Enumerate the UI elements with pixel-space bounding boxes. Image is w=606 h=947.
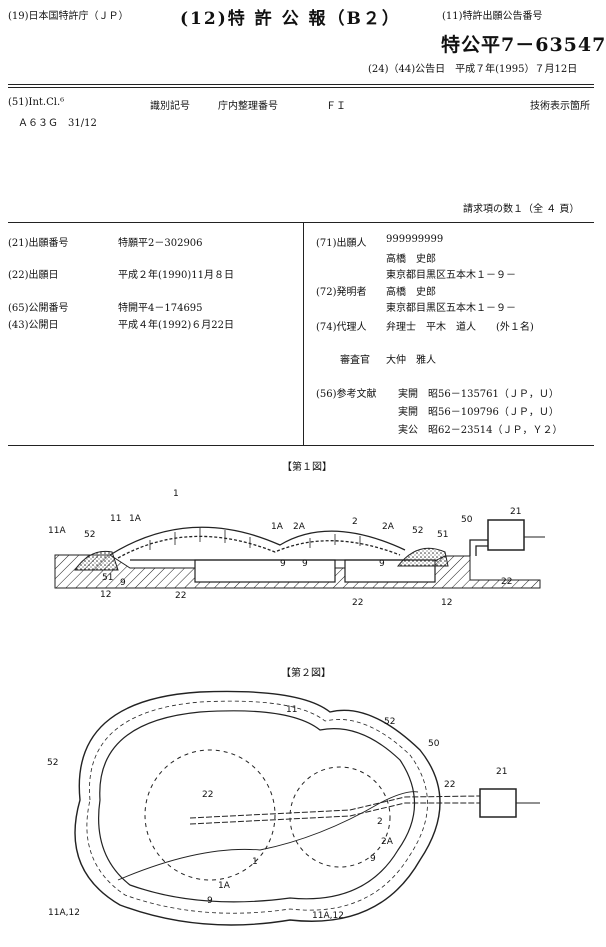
fig2-label-22b: 22 <box>444 780 455 790</box>
fig1-label-9b: 9 <box>280 559 286 569</box>
fig1-label-50: 50 <box>461 515 473 525</box>
ref-num-2: 昭56－109796（ＪＰ，Ｕ） <box>428 407 559 418</box>
app-number-label: (21)出願番号 <box>8 238 69 249</box>
fig2-title: 【第２図】 <box>281 668 331 679</box>
section-rule <box>8 222 594 223</box>
ref-kind-1: 実開 <box>398 389 418 400</box>
fig2-labels: 11 52 52 50 22 22 21 2 2A 9 1 1A 9 11A,1… <box>47 705 507 921</box>
fig1-label-9c: 9 <box>302 559 308 569</box>
inflatable-domes <box>109 526 410 561</box>
fig1-label-9d: 9 <box>379 559 385 569</box>
fig1-label-2: 2 <box>352 517 358 527</box>
gazette-title: (12)特 許 公 報（B２） <box>180 9 401 29</box>
refs-label: (56)参考文献 <box>316 389 377 400</box>
blower-unit-plan <box>479 788 517 818</box>
fig2-label-9a: 9 <box>370 854 376 864</box>
fig2-label-1: 1 <box>252 857 258 867</box>
tech-head: 技術表示箇所 <box>530 101 590 112</box>
fig1-label-9a: 9 <box>120 578 126 588</box>
fig1-label-1: 1 <box>173 489 179 499</box>
kokai-number: 特開平4－174695 <box>118 303 203 314</box>
pub-number: 特公平7－63547 <box>441 34 606 56</box>
fig2-label-22a: 22 <box>202 790 213 800</box>
fig1-label-12a: 12 <box>100 590 111 600</box>
intcl-label: (51)Int.Cl.⁶ <box>8 97 65 108</box>
dashed-circles <box>144 749 391 881</box>
fig2-label-2: 2 <box>377 817 383 827</box>
app-number: 特願平2－302906 <box>118 238 203 249</box>
ipc-code: Ａ６３Ｇ 31/12 <box>18 118 97 129</box>
fig1-label-21: 21 <box>510 507 521 517</box>
examiner-label: 審査官 <box>340 355 370 366</box>
fig1-label-22c: 22 <box>501 577 512 587</box>
office-label: (19)日本国特許庁（ＪＰ） <box>8 11 129 22</box>
office-num-head: 庁内整理番号 <box>218 101 278 112</box>
pub-date: (24)（44)公告日 平成７年(1995）７月12日 <box>368 64 578 75</box>
column-divider <box>303 223 304 445</box>
kokai-number-label: (65)公開番号 <box>8 303 69 314</box>
figure-2-plan-view: 11 52 52 50 22 22 21 2 2A 9 1 1A 9 11A,1… <box>47 690 540 926</box>
kokai-date-label: (43)公開日 <box>8 320 59 331</box>
applicant-label: (71)出願人 <box>316 238 367 249</box>
fig2-label-21: 21 <box>496 767 507 777</box>
biblio-bottom-rule <box>8 445 594 446</box>
fi-head: ＦＩ <box>326 101 346 112</box>
applicant-name: 高橋 史郎 <box>386 254 436 265</box>
applicant-id: 999999999 <box>386 234 444 245</box>
ref-kind-2: 実開 <box>398 407 418 418</box>
fig2-label-2A: 2A <box>381 837 394 847</box>
outer-rim <box>74 690 441 926</box>
fig1-label-51b: 51 <box>102 573 113 583</box>
air-arrows <box>149 528 361 550</box>
agent-label: (74)代理人 <box>316 322 367 333</box>
scalloped-edge <box>86 700 428 914</box>
fig2-label-11A12b: 11A,12 <box>312 911 344 921</box>
blower-unit <box>487 519 525 551</box>
fig2-label-9b: 9 <box>207 896 213 906</box>
pub-number-label: (11)特許出願公告番号 <box>442 11 543 22</box>
inner-wall <box>98 710 416 903</box>
ref-num-3: 昭62－23514（ＪＰ，Ｙ２） <box>428 425 563 436</box>
fig1-label-2Ab: 2A <box>382 522 395 532</box>
fig1-label-1Aa: 1A <box>129 514 142 524</box>
header-rule-2 <box>8 87 594 88</box>
ref-kind-3: 実公 <box>398 425 418 436</box>
inventor-label: (72)発明者 <box>316 287 367 298</box>
pool-basin <box>194 559 436 583</box>
fig1-label-52a: 52 <box>84 530 95 540</box>
pipe-plan <box>189 795 481 825</box>
agent-value: 弁理士 平木 道人 (外１名) <box>386 322 534 333</box>
code-head: 識別記号 <box>150 101 190 112</box>
fig1-label-22a: 22 <box>175 591 186 601</box>
examiner-value: 大仲 雅人 <box>386 355 436 366</box>
inventor-address: 東京都目黒区五本木１－９－ <box>386 303 516 314</box>
figure-1-cross-section: 1 2 11A 52 11 1A 1A 2A 2A 52 50 51 51 21… <box>48 489 545 608</box>
fig2-label-11: 11 <box>286 705 297 715</box>
fig2-label-50: 50 <box>428 739 440 749</box>
fig1-label-51a: 51 <box>437 530 448 540</box>
header-rule <box>8 84 594 85</box>
inventor-name: 高橋 史郎 <box>386 287 436 298</box>
supply-pipe <box>469 539 488 556</box>
claims-count: 請求項の数１（全 ４ 頁） <box>463 204 580 215</box>
applicant-address: 東京都目黒区五本木１－９－ <box>386 270 516 281</box>
fig1-label-2Aa: 2A <box>293 522 306 532</box>
rope-line <box>117 791 419 881</box>
fig1-label-52b: 52 <box>412 526 423 536</box>
fig1-label-12b: 12 <box>441 598 452 608</box>
fig2-label-52b: 52 <box>47 758 58 768</box>
kokai-date: 平成４年(1992)６月22日 <box>118 320 234 331</box>
fig2-label-1A: 1A <box>218 881 231 891</box>
fig1-title: 【第１図】 <box>282 462 332 473</box>
fig2-label-52a: 52 <box>384 717 395 727</box>
fig1-label-22b: 22 <box>352 598 363 608</box>
fig1-label-1Ab: 1A <box>271 522 284 532</box>
ref-num-1: 昭56－135761（ＪＰ，Ｕ） <box>428 389 559 400</box>
fig1-labels: 1 2 11A 52 11 1A 1A 2A 2A 52 50 51 51 21… <box>48 489 521 608</box>
fig1-label-11A: 11A <box>48 526 66 536</box>
fig2-label-11A12a: 11A,12 <box>48 908 80 918</box>
filing-date-label: (22)出願日 <box>8 270 59 281</box>
filing-date: 平成２年(1990)11月８日 <box>118 270 234 281</box>
fig1-label-11: 11 <box>110 514 121 524</box>
